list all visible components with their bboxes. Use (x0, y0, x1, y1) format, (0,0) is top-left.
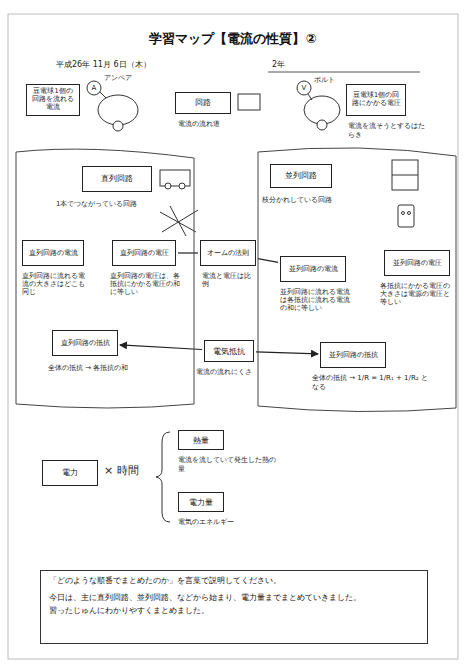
note-text: A (89, 84, 99, 93)
bulb-symbol (165, 183, 171, 189)
wire (392, 175, 418, 176)
outlet-sketch (398, 205, 414, 227)
box-heading: 並列回路の電流 (289, 265, 338, 273)
note-text: × 時間 (104, 464, 156, 478)
topic-box: 豆電球1個の回路にかかる電圧 (346, 84, 406, 116)
box-heading: オームの法則 (207, 249, 249, 257)
parallel-circuit (392, 160, 418, 190)
topic-box: 熱量 (178, 430, 224, 450)
note-text: 電流を流そうとするはたらき (348, 122, 428, 140)
topic-box: 豆電球1個の回路を流れる電流 (26, 84, 80, 116)
note-text: 電気のエネルギー (178, 518, 278, 527)
box-body: 今日は、主に直列回路、並列回路、などから始まり、電力量までまとめていきました。 (49, 593, 419, 603)
scissors-sketch (160, 206, 198, 236)
topic-box: 電力量 (178, 492, 224, 512)
box-heading: 電気抵抗 (213, 347, 245, 356)
box-heading: 直列回路 (101, 174, 133, 184)
box-heading: 回路 (195, 98, 211, 108)
topic-box: 電気抵抗 (204, 340, 254, 362)
bulb-symbol (113, 121, 123, 131)
topic-box: 並列回路の抵抗 (320, 342, 386, 368)
outlet-hole (402, 212, 405, 215)
box-heading: 電力 (62, 468, 78, 478)
topic-box: 並列回路の電流 (280, 256, 346, 282)
box-heading: 熱量 (193, 436, 209, 445)
voltmeter-symbol (297, 81, 311, 95)
page-frame (8, 14, 458, 659)
note-text: V (299, 84, 309, 93)
box-heading: 直列回路の電流 (29, 249, 78, 257)
note-text: 電流と電圧は比例 (202, 272, 254, 288)
note-text: 直列回路に流れる電流の大きさはどこも同じ (22, 272, 88, 296)
answer-box: 「どのような順番でまとめたのか」を言葉で説明してください。今日は、主に直列回路、… (40, 570, 428, 644)
name-line (268, 72, 420, 73)
note-text: 平成26年 11月 6日（木） (56, 60, 256, 70)
topic-box: 並列回路の電圧 (384, 250, 450, 276)
series-circuit (160, 170, 190, 186)
box-heading: 電力量 (189, 498, 213, 507)
connector (258, 259, 278, 263)
box-heading: 直列回路の電圧 (120, 249, 169, 257)
outlet-hole (408, 212, 411, 215)
connector (178, 252, 198, 253)
box-heading: 豆電球1個の回路にかかる電圧 (350, 92, 402, 108)
bulb-symbol (179, 183, 185, 189)
series-region (16, 149, 194, 408)
note-text: 全体の抵抗 → 1/R = 1/R₁ + 1/R₂ となる (312, 374, 432, 392)
note-text: 枝分かれしている回路 (262, 196, 354, 205)
topic-box: 直列回路 (82, 166, 152, 192)
note-text: ボルト (314, 76, 354, 84)
topic-box: 回路 (175, 92, 231, 114)
page-title: 学習マップ【電流の性質】② (0, 30, 466, 48)
note-text: 電流の流れ道 (178, 120, 250, 129)
note-text: 並列回路に流れる電流は各抵抗に流れる電流の和に等しい (280, 288, 352, 312)
note-text: 各抵抗にかかる電圧の大きさは電源の電圧と等しい (380, 282, 452, 306)
note-text: 2年 (272, 60, 332, 70)
topic-box: 直列回路の電圧 (112, 240, 176, 266)
box-heading: 並列回路の抵抗 (329, 351, 378, 359)
parallel-region (258, 148, 456, 412)
note-text: 全体の抵抗 → 各抵抗の和 (48, 364, 138, 373)
box-heading: 直列回路の抵抗 (61, 339, 110, 347)
box-heading: 並列回路の電圧 (393, 259, 442, 267)
wire (308, 94, 312, 100)
ammeter-symbol (87, 81, 101, 95)
box-heading: 「どのような順番でまとめたのか」を言葉で説明してください。 (49, 576, 419, 585)
circuit-symbol (238, 94, 260, 110)
note-text: 電流の流れにくさ (196, 368, 268, 377)
connector (256, 352, 318, 354)
bulb-symbol (317, 120, 327, 130)
topic-box: 直列回路の電流 (22, 240, 84, 266)
connector (120, 345, 202, 350)
note-text: 直列回路の電圧は、各抵抗にかかる電圧の和に等しい (110, 272, 180, 296)
box-body: 習ったじゅんにわかりやすくまとめました。 (49, 606, 419, 616)
topic-box: オームの法則 (200, 240, 256, 266)
topic-box: 直列回路の抵抗 (52, 330, 118, 356)
box-heading: 並列回路 (285, 171, 317, 181)
note-text: 1本でつながっている回路 (56, 200, 166, 209)
box-heading: 豆電球1個の回路を流れる電流 (30, 88, 76, 111)
wire (100, 92, 106, 98)
note-text: 電流を流していて発生した熱の量 (178, 456, 278, 474)
note-text: アンペア (104, 74, 154, 82)
topic-box: 並列回路 (270, 164, 332, 188)
bracket (156, 432, 170, 522)
topic-box: 電力 (42, 460, 98, 486)
